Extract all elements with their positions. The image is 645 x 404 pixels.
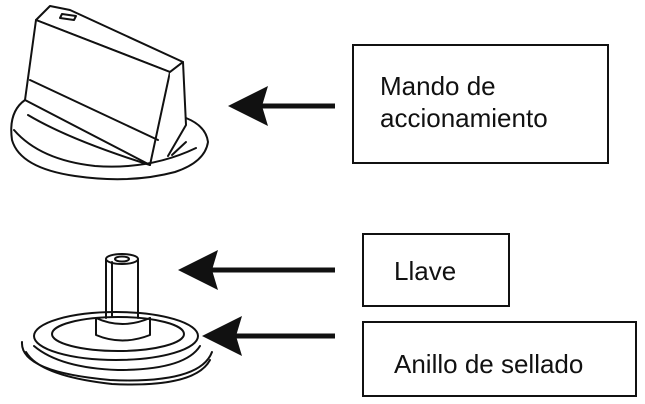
label-mando-line1: Mando de [380,71,496,101]
arrow-mando [228,86,335,126]
label-llave-text: Llave [394,256,457,286]
control-knob-illustration [10,5,209,181]
label-mando-line2: accionamiento [380,103,548,133]
arrow-llave [178,250,335,290]
label-mando-de-accionamiento: Mando de accionamiento [352,44,609,164]
arrow-anillo [202,316,335,356]
label-llave: Llave [362,233,510,307]
label-anillo-text: Anillo de sellado [394,349,584,379]
label-anillo-de-sellado: Anillo de sellado [362,321,637,397]
valve-stem-illustration [95,253,151,342]
sealing-ring-illustration [20,311,213,386]
